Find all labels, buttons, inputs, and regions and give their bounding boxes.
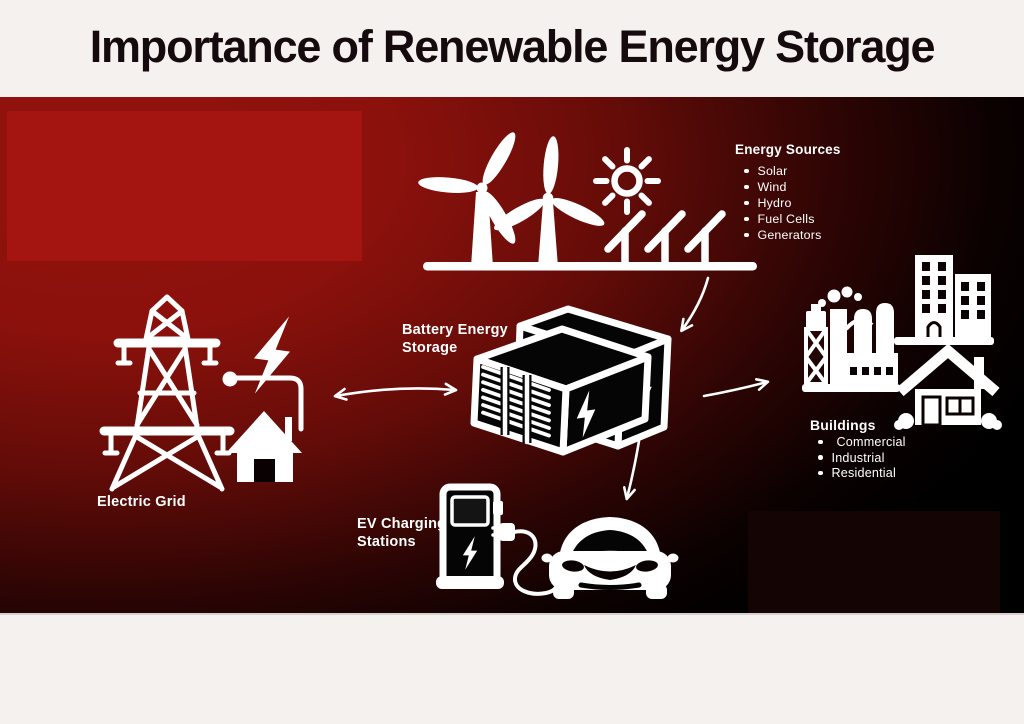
dark-accent-panel <box>748 511 1000 613</box>
bullet-icon <box>818 470 823 476</box>
header: Importance of Renewable Energy Storage <box>0 0 1024 97</box>
list-item: Industrial <box>818 450 906 466</box>
sun-icon <box>593 147 661 215</box>
battery-vent-grille <box>481 365 551 438</box>
wind-turbine-icon-2 <box>494 136 605 267</box>
list-item: Wind <box>744 179 821 195</box>
bullet-icon <box>744 184 749 190</box>
wind-turbine-icon <box>418 132 516 267</box>
bullet-icon <box>744 168 749 174</box>
electric-car-icon <box>541 517 679 599</box>
list-item: Hydro <box>744 195 821 211</box>
page-title: Importance of Renewable Energy Storage <box>89 21 936 72</box>
grid-house-icon <box>226 411 302 482</box>
ev-charging-label: EV Charging Stations <box>357 516 447 550</box>
solar-panels-icon <box>604 210 726 269</box>
buildings-list: Commercial Industrial Residential <box>818 434 906 481</box>
battery-storage-icon <box>470 305 672 456</box>
arrow-sources-to-battery <box>680 276 710 333</box>
bullet-icon <box>818 439 823 445</box>
transmission-tower-icon <box>99 294 235 492</box>
battery-storage-label: Battery Energy Storage <box>402 322 508 356</box>
factory-icon <box>802 286 900 392</box>
footer <box>0 613 1024 724</box>
ev-charger-icon <box>436 483 504 589</box>
energy-sources-list: Solar Wind Hydro Fuel Cells Generators <box>744 163 821 243</box>
arrow-battery-to-buildings <box>702 378 770 398</box>
diagram-canvas: Energy Sources Solar Wind Hydro Fuel Cel… <box>0 97 1024 613</box>
diagram-art <box>99 132 1002 599</box>
arrow-battery-to-ev <box>622 439 641 501</box>
list-item: Residential <box>818 465 906 481</box>
bullet-icon <box>744 216 749 222</box>
list-item: Generators <box>744 227 821 243</box>
ground-line <box>423 262 757 271</box>
arrow-battery-grid-bidirectional <box>333 382 458 401</box>
electric-grid-label: Electric Grid <box>97 494 186 510</box>
residential-house-icon <box>894 343 1002 430</box>
bullet-icon <box>818 455 823 460</box>
buildings-heading: Buildings <box>810 417 876 433</box>
list-item: Fuel Cells <box>744 211 821 227</box>
grid-lightning-bolt-icon <box>249 312 295 398</box>
energy-sources-heading: Energy Sources <box>735 142 841 157</box>
bullet-icon <box>744 200 749 206</box>
list-item: Solar <box>744 163 821 179</box>
red-accent-panel <box>7 111 362 261</box>
list-item: Commercial <box>818 434 906 450</box>
office-buildings-icon <box>894 255 994 345</box>
power-line-icon <box>222 371 304 432</box>
bullet-icon <box>744 232 749 238</box>
